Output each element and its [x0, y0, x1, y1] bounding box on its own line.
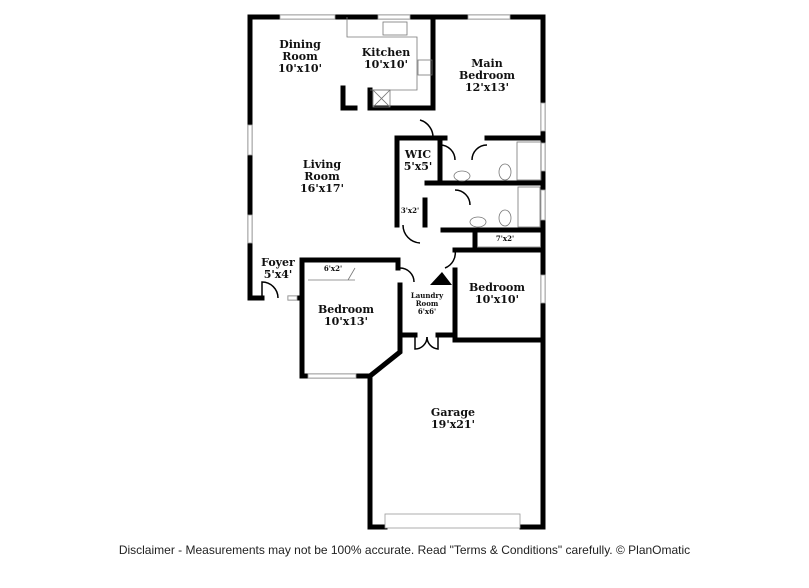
kitchen-label: Kitchen	[362, 46, 411, 59]
bedroom-2-label: Bedroom	[469, 281, 525, 294]
dining-room-label-2: Room	[282, 50, 318, 63]
closet-7x2-size: 7'x2'	[496, 234, 514, 243]
wic-size: 5'x5'	[404, 160, 433, 173]
room-labels: Dining Room 10'x10' Kitchen 10'x10' Main…	[261, 38, 540, 431]
laundry-room-label-2: Room	[416, 299, 439, 308]
living-room-size: 16'x17'	[300, 182, 344, 195]
dining-room-label: Dining	[279, 38, 321, 51]
foyer-size: 5'x4'	[264, 268, 293, 281]
living-room-label: Living	[303, 158, 341, 171]
kitchen-size: 10'x10'	[364, 58, 408, 71]
disclaimer-text: Disclaimer - Measurements may not be 100…	[118, 543, 691, 557]
living-room-label-2: Room	[304, 170, 340, 183]
bedroom-size: 10'x13'	[324, 315, 368, 328]
windows	[247, 14, 546, 529]
laundry-room-label: Laundry	[411, 291, 444, 300]
fixtures	[261, 17, 542, 350]
dining-room-size: 10'x10'	[278, 62, 322, 75]
bedroom-label: Bedroom	[318, 303, 374, 316]
bedroom-2-size: 10'x10'	[475, 293, 519, 306]
wic-label: WIC	[404, 148, 431, 161]
main-bedroom-label: Main	[471, 57, 502, 70]
foyer-label: Foyer	[261, 256, 295, 269]
walls	[247, 14, 546, 530]
laundry-room-size: 6'x6'	[418, 307, 436, 316]
closet-6x2-size: 6'x2'	[324, 264, 342, 273]
main-bedroom-label-2: Bedroom	[459, 69, 515, 82]
main-bedroom-size: 12'x13'	[465, 81, 509, 94]
garage-label: Garage	[431, 406, 475, 419]
closet-3x2-size: 3'x2'	[401, 206, 419, 215]
garage-door	[384, 513, 521, 529]
garage-size: 19'x21'	[431, 418, 475, 431]
